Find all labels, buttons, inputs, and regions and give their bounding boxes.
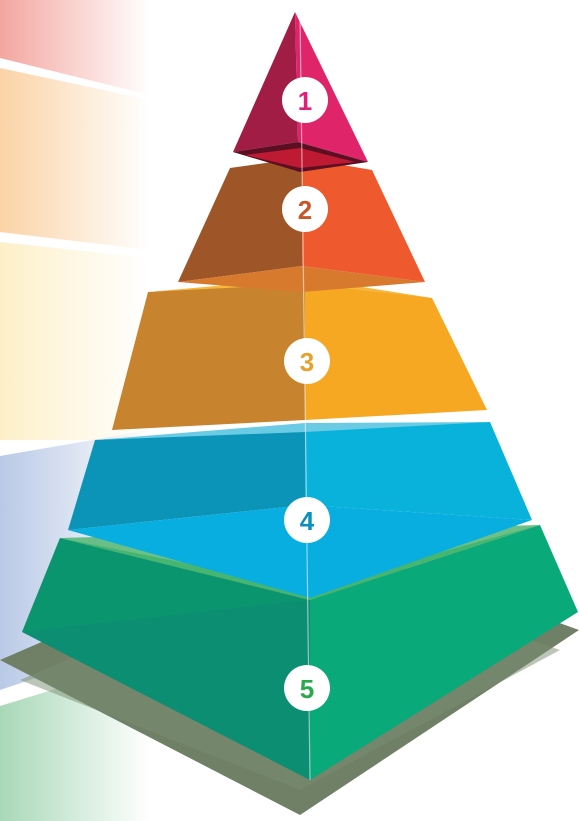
background-band-2 — [0, 68, 150, 250]
level-number-2: 2 — [298, 195, 312, 225]
level-badge-5: 5 — [284, 665, 330, 711]
level-badge-3: 3 — [284, 338, 330, 384]
pyramid-level-4 — [68, 422, 532, 598]
background-band-3 — [0, 242, 150, 440]
pyramid-level-1 — [233, 12, 368, 172]
level-number-5: 5 — [300, 674, 314, 704]
level-number-4: 4 — [300, 506, 315, 536]
level-badge-2: 2 — [282, 186, 328, 232]
level-number-1: 1 — [298, 86, 312, 116]
level-badge-1: 1 — [282, 77, 328, 123]
pyramid-level-2 — [178, 158, 425, 292]
level-number-3: 3 — [300, 347, 314, 377]
level-badge-4: 4 — [284, 497, 330, 543]
background-band-1 — [0, 0, 150, 95]
